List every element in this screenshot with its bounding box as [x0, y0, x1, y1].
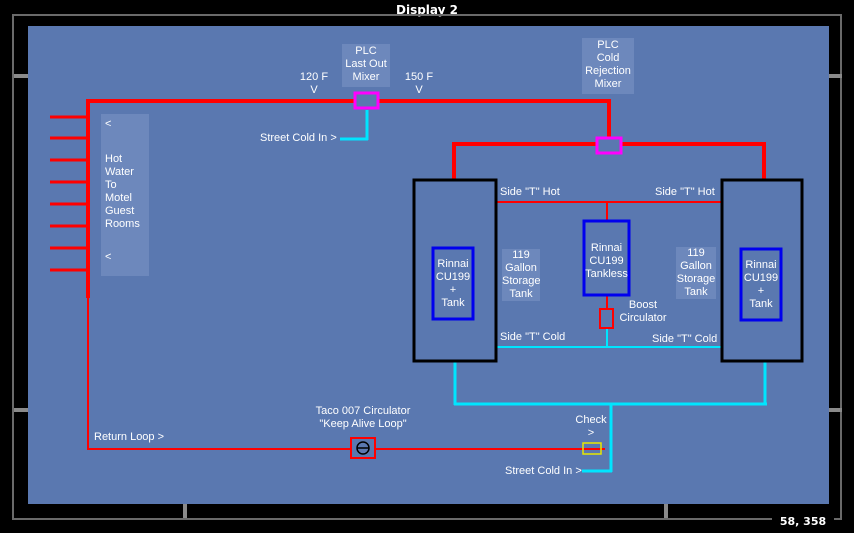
label-check: Check>: [575, 414, 607, 439]
hot-water-to-guest-rooms-panel[interactable]: < Hot Water To Motel Guest Rooms <: [101, 114, 149, 276]
frame-notch-bottom-right: [664, 504, 668, 518]
hot-water-arrow-top: <: [105, 118, 112, 130]
boost-circulator-pump: [599, 308, 614, 329]
cursor-coordinate-readout: 58, 358: [772, 514, 834, 530]
left-heater-box: [431, 246, 475, 321]
frame-notch-right-bottom: [829, 408, 842, 412]
side-t-hot-pipe: [497, 201, 721, 220]
frame-notch-left-top: [14, 74, 28, 78]
label-side-t-cold-left: Side "T" Cold: [500, 331, 566, 343]
plc-cold-rejection-mixer-valve: [595, 136, 623, 155]
label-street-cold-in-bottom[interactable]: Street Cold In >: [505, 465, 582, 477]
label-return-loop[interactable]: Return Loop >: [94, 431, 165, 443]
check-valve: [582, 442, 602, 455]
right-storage-tank: [720, 178, 804, 363]
plc-last-out-mixer-valve: [353, 91, 380, 110]
window-title: Display 2: [396, 3, 458, 17]
manifold-stubs: [50, 115, 89, 272]
frame-notch-left-bottom: [14, 408, 28, 412]
return-loop-pipe: [87, 298, 605, 450]
label-side-t-hot-right: Side "T" Hot: [655, 186, 715, 198]
frame-notch-bottom-left: [183, 504, 187, 518]
label-side-t-cold-right: Side "T" Cold: [652, 333, 718, 345]
label-side-t-hot-left: Side "T" Hot: [500, 186, 560, 198]
cold-pipes: [340, 110, 767, 473]
display-frame: [12, 14, 842, 520]
label-street-cold-in-top[interactable]: Street Cold In >: [260, 132, 337, 144]
frame-notch-right-top: [829, 74, 842, 78]
center-tankless-box: [582, 219, 631, 297]
label-taco-circulator: Taco 007 Circulator"Keep Alive Loop": [315, 405, 411, 430]
left-storage-tank: [412, 178, 498, 363]
right-heater-box: [739, 247, 783, 322]
hot-water-arrow-bottom: <: [105, 251, 112, 263]
